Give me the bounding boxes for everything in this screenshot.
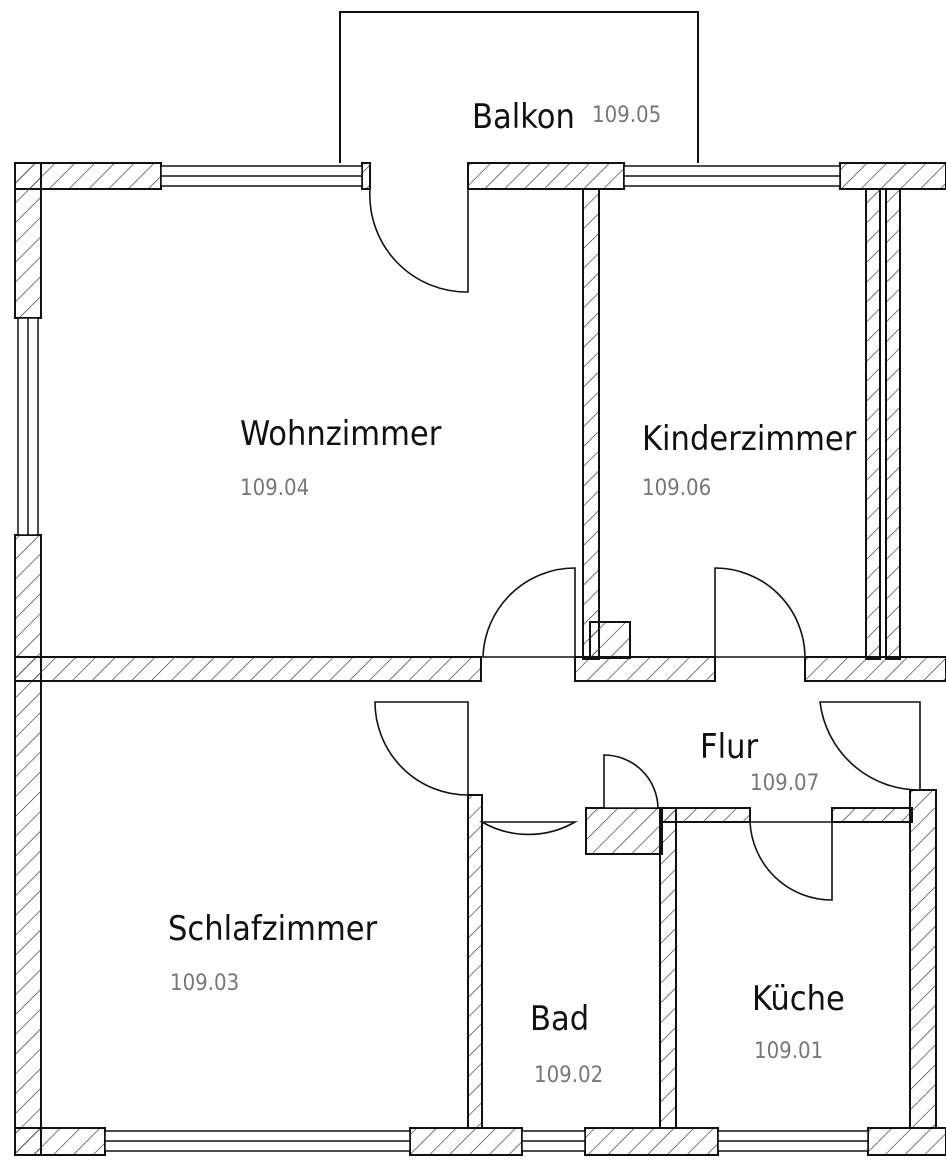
door-kitchen [749,821,833,901]
walls [14,162,946,1156]
room-name-balkon: Balkon [472,97,575,137]
door-living [482,567,576,658]
shaft [585,807,663,855]
room-number-schlafzimmer: 109.03 [170,971,239,996]
room-number-kinderzimmer: 109.06 [642,476,711,501]
door-bedroom [374,701,469,796]
room-name-kinderzimmer: Kinderzimmer [642,419,857,459]
room-name-wohnzimmer: Wohnzimmer [240,414,442,454]
door-right [819,701,921,791]
wall-top-right [839,162,946,190]
wall-bath-kitchen [659,807,677,1129]
wall-hall-kitchen [659,807,751,823]
wall-bedroom-bath [467,794,483,1129]
door-bath [479,821,578,836]
wall-left-upper [14,162,42,319]
wall-right-outer [885,188,901,660]
wall-hall-right [804,656,946,682]
balcony-outline [339,11,699,163]
shaft-kids [589,621,631,659]
wall-top-center [467,162,625,190]
door-wc [603,754,659,809]
wall-left-lower [14,534,42,1156]
wall-bottom-2 [409,1127,523,1156]
door-kids [714,567,806,658]
wall-living-bedroom [14,656,482,682]
room-number-kueche: 109.01 [754,1039,823,1064]
wall-kids-hall [574,656,716,682]
room-name-schlafzimmer: Schlafzimmer [168,909,378,949]
wall-hall-kitchen-right [831,807,913,823]
wall-top-mid [361,162,371,190]
room-labels: Balkon 109.05 Wohnzimmer 109.04 Kinderzi… [168,97,857,1088]
wall-kids-right [865,188,881,660]
room-number-flur: 109.07 [750,771,819,796]
wall-living-kids [582,188,600,660]
windows [17,165,869,1152]
wall-bottom-3 [584,1127,719,1156]
wall-bottom-4 [867,1127,946,1156]
door-balcony [369,188,469,293]
wall-bottom-1 [14,1127,106,1156]
room-name-bad: Bad [530,999,589,1039]
room-name-kueche: Küche [752,979,845,1019]
room-number-balkon: 109.05 [592,103,661,128]
doors [369,188,921,901]
room-name-flur: Flur [700,727,758,767]
room-number-bad: 109.02 [534,1063,603,1088]
room-number-wohnzimmer: 109.04 [240,476,309,501]
wall-kitchen-right [909,789,937,1129]
